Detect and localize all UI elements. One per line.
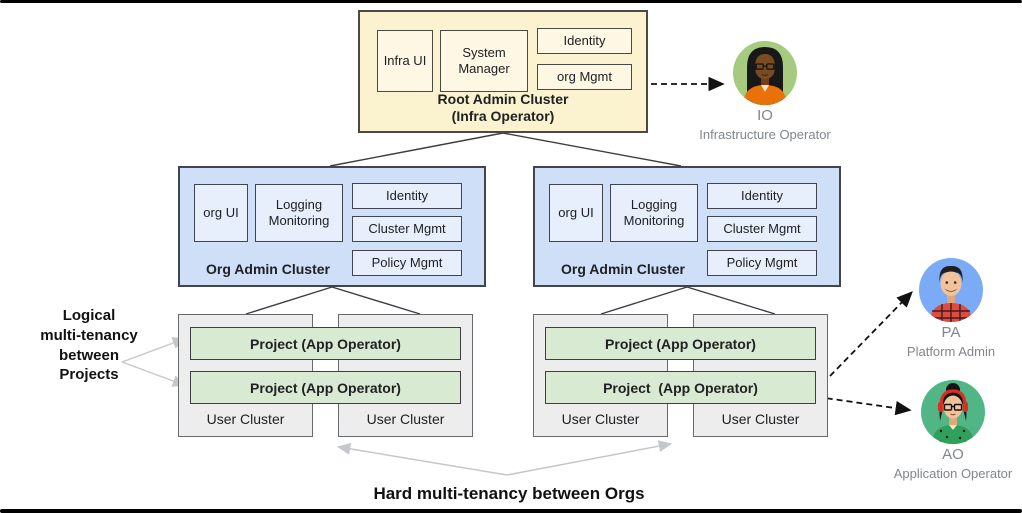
org-admin-cluster-left: org UI Logging Monitoring Identity Clust… [178, 166, 486, 287]
org-cluster-title: Org Admin Cluster [561, 261, 685, 277]
root-component-infra-ui: Infra UI [377, 30, 433, 92]
org-component-identity: Identity [707, 183, 817, 209]
hard-arrow-right [506, 440, 673, 476]
root-cluster-title-line2: (Infra Operator) [451, 108, 555, 125]
org-component-org-ui: org UI [549, 184, 603, 242]
io-initials: IO [757, 107, 773, 124]
edge-org2-to-uc1 [600, 286, 688, 315]
user-cluster-label: User Cluster [561, 411, 640, 427]
edge-org1-to-uc1 [245, 286, 333, 315]
pa-avatar-icon [919, 258, 983, 322]
user-cluster-label: User Cluster [721, 411, 800, 427]
org-component-logging: Logging Monitoring [610, 184, 698, 242]
org-component-org-ui: org UI [194, 184, 248, 242]
edge-root-to-org-right [502, 132, 682, 167]
top-border-bar [0, 0, 1022, 3]
logical-note-line: Projects [59, 366, 119, 384]
root-component-org-mgmt: org Mgmt [537, 64, 632, 90]
project-bar: Project (App Operator) [545, 371, 816, 404]
logical-multitenancy-note: Logical multi-tenancy between Projects [5, 306, 173, 385]
org-component-policy-mgmt: Policy Mgmt [707, 250, 817, 276]
logical-arrow-bottom [121, 361, 187, 387]
logical-arrow-top [121, 337, 187, 363]
org-component-policy-mgmt: Policy Mgmt [352, 250, 462, 276]
org-component-cluster-mgmt: Cluster Mgmt [352, 216, 462, 242]
io-persona-label: IO Infrastructure Operator [685, 107, 845, 144]
hard-multitenancy-note: Hard multi-tenancy between Orgs [373, 484, 645, 503]
user-cluster-label: User Cluster [206, 411, 285, 427]
hard-arrow-left [336, 442, 508, 476]
org-admin-cluster-right: org UI Logging Monitoring Identity Clust… [533, 166, 841, 287]
user-cluster-group-right: User Cluster User Cluster Project (App O… [533, 314, 828, 437]
ao-role: Application Operator [893, 466, 1013, 481]
pa-avatar [918, 257, 984, 323]
bottom-border-bar [0, 509, 1022, 513]
org-component-logging: Logging Monitoring [255, 184, 343, 242]
logical-note-line: multi-tenancy [40, 326, 138, 344]
pa-role: Platform Admin [906, 344, 996, 359]
ao-avatar-icon [921, 380, 985, 444]
io-avatar-icon [733, 41, 797, 105]
root-cluster-title: Root Admin Cluster (Infra Operator) [360, 91, 646, 125]
root-cluster-title-line1: Root Admin Cluster [437, 91, 569, 108]
user-cluster-label: User Cluster [366, 411, 445, 427]
ao-initials: AO [942, 446, 964, 463]
org-component-identity: Identity [352, 183, 462, 209]
pa-persona-label: PA Platform Admin [851, 324, 1022, 361]
logical-note-line: Logical [62, 307, 116, 324]
ao-persona-label: AO Application Operator [853, 446, 1022, 483]
edge-org2-to-uc2 [686, 286, 776, 315]
io-role: Infrastructure Operator [699, 127, 831, 142]
ao-avatar [920, 379, 986, 445]
root-component-system-manager: System Manager [440, 30, 528, 92]
edge-root-to-org-left [329, 132, 504, 167]
org-component-cluster-mgmt: Cluster Mgmt [707, 216, 817, 242]
logical-note-line: between [58, 346, 119, 364]
project-bar: Project (App Operator) [545, 327, 816, 360]
pa-initials: PA [941, 324, 961, 341]
org-cluster-title: Org Admin Cluster [206, 261, 330, 277]
io-avatar [732, 40, 798, 106]
root-admin-cluster: Infra UI System Manager Identity org Mgm… [358, 10, 648, 133]
project-bar: Project (App Operator) [190, 371, 461, 404]
user-cluster-group-left: User Cluster User Cluster Project (App O… [178, 314, 473, 437]
dashed-arrow-to-ao [796, 393, 912, 416]
edge-org1-to-uc2 [331, 286, 421, 315]
project-bar: Project (App Operator) [190, 327, 461, 360]
root-component-identity: Identity [537, 28, 632, 54]
